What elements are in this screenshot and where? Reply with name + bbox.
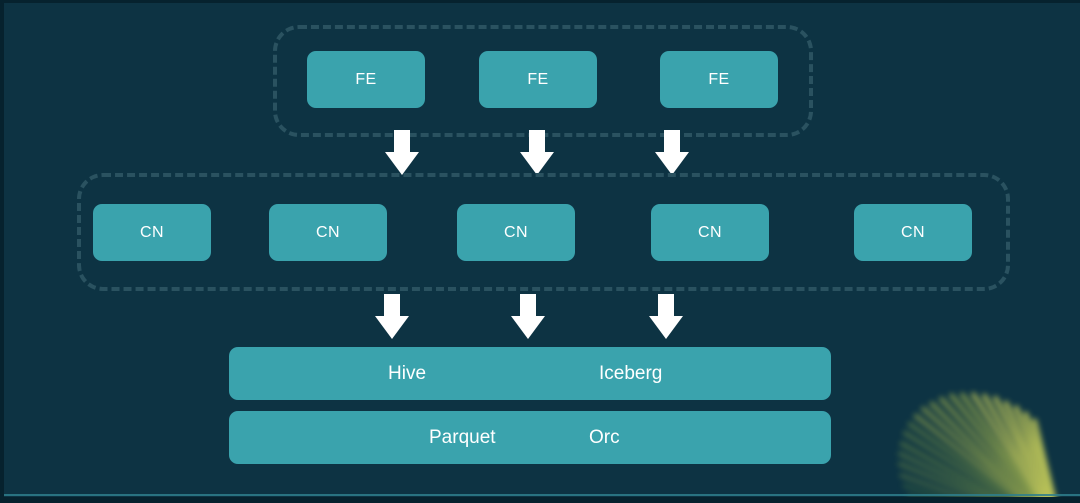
arrow-fe-to-cn-1 (385, 130, 419, 175)
arrow-shaft (658, 294, 674, 318)
arrow-fe-to-cn-3 (655, 130, 689, 175)
cn-layer-group (77, 173, 1010, 291)
arrow-cn-to-storage-1 (375, 294, 409, 339)
fan-ray (906, 420, 1064, 503)
arrow-shaft (520, 294, 536, 318)
storage-label-orc: Orc (589, 426, 620, 448)
arrow-fe-to-cn-2 (520, 130, 554, 175)
cn-node-label: CN (140, 223, 164, 241)
fan-ray (1013, 404, 1065, 503)
fan-ray (937, 395, 1065, 503)
arrow-shaft (529, 130, 545, 154)
cn-node-1[interactable]: CN (93, 204, 211, 261)
fe-node-3[interactable]: FE (660, 51, 778, 108)
fan-ray (958, 390, 1065, 503)
bottom-dark-strip (4, 497, 1080, 503)
storage-bar-table-formats[interactable]: Hive Iceberg (229, 347, 831, 400)
cn-node-label: CN (316, 223, 340, 241)
cn-node-2[interactable]: CN (269, 204, 387, 261)
arrow-shaft (394, 130, 410, 154)
fan-ray (981, 392, 1065, 503)
storage-bar-file-formats[interactable]: Parquet Orc (229, 411, 831, 464)
arrow-head (385, 152, 419, 175)
fe-node-2[interactable]: FE (479, 51, 597, 108)
fan-ray (901, 429, 1064, 503)
storage-label-hive: Hive (388, 362, 427, 384)
arrow-shaft (664, 130, 680, 154)
fan-ray (1002, 399, 1065, 503)
fan-ray (969, 390, 1065, 503)
fan-ray (948, 392, 1065, 503)
bottom-accent-line (4, 494, 1080, 496)
cn-node-4[interactable]: CN (651, 204, 769, 261)
fan-ray (928, 399, 1065, 503)
arrow-cn-to-storage-3 (649, 294, 683, 339)
arrow-head (520, 152, 554, 175)
arrow-head (375, 316, 409, 339)
storage-label-parquet: Parquet (429, 426, 496, 448)
fan-ray (1022, 410, 1065, 503)
fe-node-label: FE (355, 70, 377, 88)
arrow-shaft (384, 294, 400, 318)
fe-node-label: FE (527, 70, 549, 88)
arrow-cn-to-storage-2 (511, 294, 545, 339)
arrow-head (655, 152, 689, 175)
fe-node-label: FE (708, 70, 730, 88)
cn-node-3[interactable]: CN (457, 204, 575, 261)
fan-ray (992, 395, 1065, 503)
fan-ray (1031, 417, 1065, 503)
fe-node-1[interactable]: FE (307, 51, 425, 108)
cn-node-5[interactable]: CN (854, 204, 972, 261)
cn-node-label: CN (504, 223, 528, 241)
arrow-head (649, 316, 683, 339)
storage-label-iceberg: Iceberg (599, 362, 663, 384)
cn-node-label: CN (698, 223, 722, 241)
cn-node-label: CN (901, 223, 925, 241)
fan-ray (912, 412, 1065, 503)
arrow-head (511, 316, 545, 339)
radial-fan-decoration (820, 313, 1080, 503)
fan-ray (919, 405, 1065, 503)
